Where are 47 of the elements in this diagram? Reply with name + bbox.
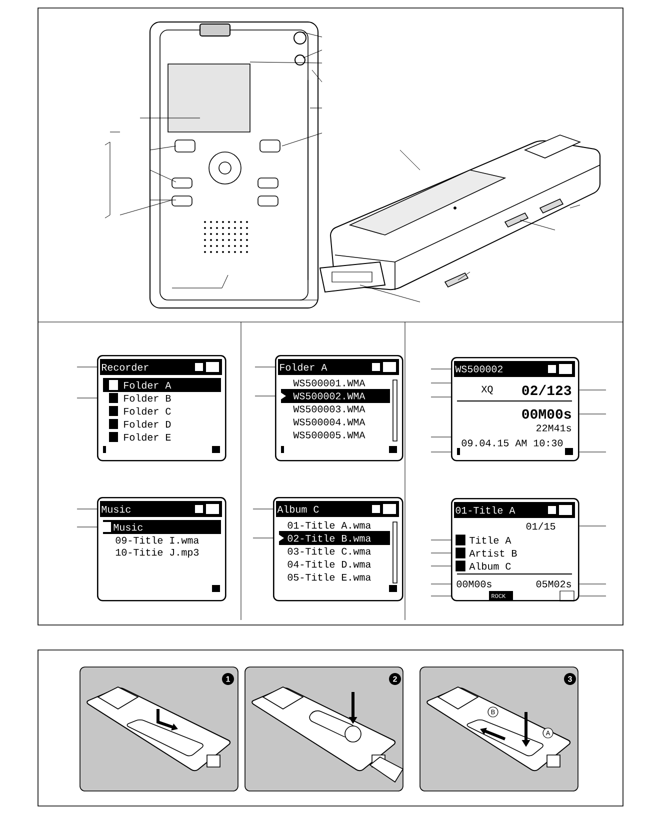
callout-number: 2	[389, 673, 401, 685]
screen-text: XQ	[481, 386, 493, 394]
screen-text: WS500003.WMA	[293, 406, 366, 412]
leader-line	[430, 552, 452, 554]
highlighted-row: WS500002.WMA	[281, 389, 390, 403]
callout-number: 1	[222, 673, 234, 685]
screen-text: WS500005.WMA	[293, 432, 366, 438]
screen-text: Folder D	[124, 420, 171, 428]
screen-text: 00M00s	[456, 580, 492, 588]
highlighted-row: Music	[103, 520, 221, 534]
screen-text: WS500004.WMA	[293, 418, 366, 426]
leader-line	[76, 508, 98, 510]
leader-line	[430, 396, 452, 398]
screen-text: Folder C	[124, 407, 171, 415]
screen-text: 10-Titie J.mp3	[116, 548, 199, 558]
highlighted-row: 02-Title B.wma	[279, 531, 390, 545]
screen-text: 00M00s	[522, 409, 571, 419]
leader-line	[252, 508, 274, 510]
screen-text: 03-Title C.wma	[288, 547, 371, 555]
screen-text: 05M02s	[536, 580, 571, 588]
screen-text: Artist B	[469, 549, 517, 557]
screen-text: 22M41s	[536, 424, 571, 432]
leader-line	[430, 436, 452, 438]
screen-text: 09.04.15 AM 10:30	[462, 440, 563, 446]
screen-text: 01/15	[526, 522, 556, 530]
screen-text: Folder B	[124, 394, 171, 402]
screen-text: 09-Title I.wma	[116, 536, 199, 544]
screen-text: WS500001.WMA	[293, 380, 366, 386]
screen-text: Title A	[470, 536, 512, 544]
screen-header: Recorder	[100, 359, 222, 375]
screen-text: 04-Title D.wma	[288, 560, 371, 568]
leader-line	[430, 382, 452, 384]
screen-header: 01-Title A	[454, 502, 575, 518]
screen-text: 01-Title A.wma	[288, 521, 371, 529]
screen-header: Music	[100, 501, 222, 517]
leader-line	[430, 368, 452, 370]
screen-text: Folder E	[124, 433, 171, 441]
screen-header: Folder A	[278, 359, 399, 375]
screen-text: 05-Title E.wma	[288, 573, 371, 581]
screen-header: Album C	[276, 501, 399, 517]
screen-text: Album C	[469, 562, 511, 570]
leader-line	[76, 366, 98, 368]
screen-header: WS500002	[454, 361, 575, 377]
callout-number: 3	[564, 673, 576, 685]
leader-line	[76, 526, 98, 528]
leader-line	[254, 366, 276, 368]
screen-text: 02/123	[522, 384, 572, 396]
